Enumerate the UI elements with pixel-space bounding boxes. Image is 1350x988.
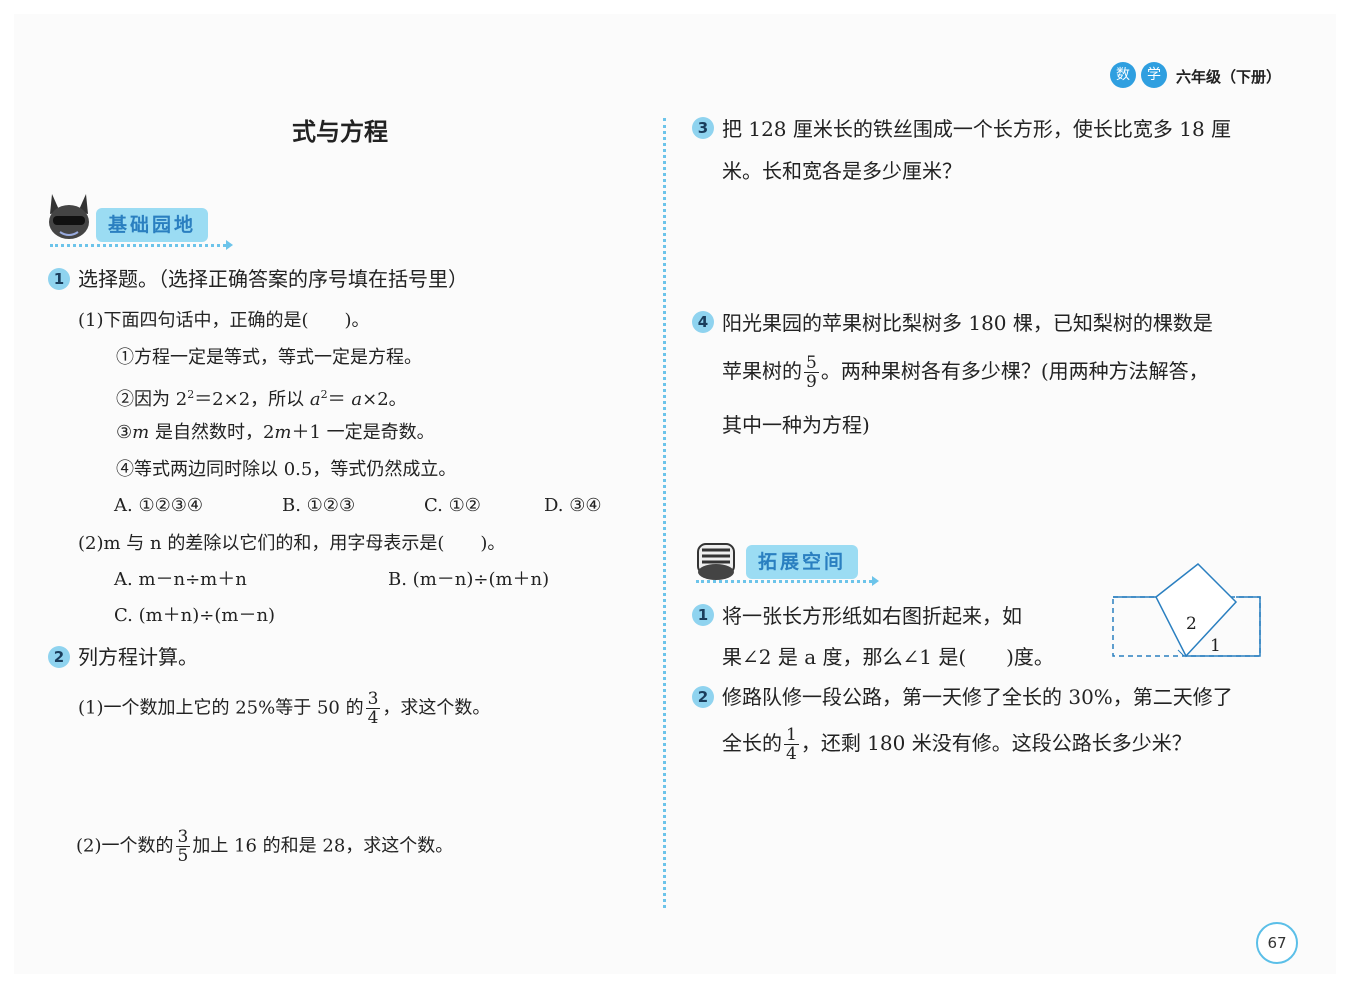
- q1-part2-option-c: C. (m＋n)÷(m－n): [114, 605, 276, 626]
- section-title-basic: 基础园地: [96, 208, 209, 242]
- section-underline-basic: [50, 244, 226, 247]
- extend-question-1-line1: 将一张长方形纸如右图折起来，如: [722, 604, 1022, 628]
- arrow-icon: [872, 576, 879, 586]
- question-4-line3: 其中一种为方程): [722, 413, 870, 437]
- q1-statement-1: ①方程一定是等式，等式一定是方程。: [116, 347, 422, 368]
- q1-part1-stem: (1)下面四句话中，正确的是( )。: [78, 310, 370, 331]
- question-number-3: 3: [692, 117, 714, 139]
- page-title: 式与方程: [292, 118, 388, 146]
- angle-label-1: 1: [1210, 636, 1221, 656]
- rabbit-mascot-icon: [46, 192, 92, 242]
- angle-label-2: 2: [1186, 614, 1197, 634]
- q1-part2-stem: (2)m 与 n 的差除以它们的和，用字母表示是( )。: [78, 533, 506, 554]
- section-underline-extend: [696, 580, 872, 583]
- extend-question-number-2: 2: [692, 686, 714, 708]
- q1-option-d: D. ③④: [544, 495, 602, 516]
- question-3-line1: 把 128 厘米长的铁丝围成一个长方形，使长比宽多 18 厘: [722, 117, 1232, 141]
- question-number-1: 1: [48, 268, 70, 290]
- q1-statement-4: ④等式两边同时除以 0.5，等式仍然成立。: [116, 459, 457, 480]
- q1-option-c: C. ①②: [424, 495, 481, 516]
- question-1-text: 选择题。（选择正确答案的序号填在括号里）: [78, 267, 468, 291]
- question-2-text: 列方程计算。: [78, 645, 198, 669]
- subject-badge-1: 数: [1110, 62, 1136, 88]
- question-3-line2: 米。长和宽各是多少厘米？: [722, 159, 962, 183]
- q1-part2-option-b: B. (m－n)÷(m＋n): [388, 569, 550, 590]
- section-title-extend: 拓展空间: [746, 545, 859, 579]
- page-sheet: [14, 14, 1336, 974]
- subject-badge-2: 学: [1141, 62, 1167, 88]
- q1-statement-3: ③m 是自然数时，2m＋1 一定是奇数。: [116, 422, 435, 443]
- q1-option-b: B. ①②③: [282, 495, 356, 516]
- zebra-mascot-icon: [692, 536, 740, 582]
- folded-paper-diagram: 2 1: [1110, 560, 1264, 662]
- extend-question-1-line2: 果∠2 是 a 度，那么∠1 是( )度。: [722, 645, 1054, 669]
- arrow-icon: [226, 240, 233, 250]
- extend-question-number-1: 1: [692, 604, 714, 626]
- page-number: 67: [1256, 922, 1298, 964]
- question-4-line1: 阳光果园的苹果树比梨树多 180 棵，已知梨树的棵数是: [722, 311, 1213, 335]
- extend-question-2-line1: 修路队修一段公路，第一天修了全长的 30%，第二天修了: [722, 685, 1233, 709]
- q1-statement-2: ②因为 22＝2×2，所以 a2＝ a×2。: [116, 388, 407, 410]
- grade-label: 六年级（下册）: [1176, 68, 1282, 86]
- question-number-2: 2: [48, 646, 70, 668]
- q1-option-a: A. ①②③④: [114, 495, 203, 516]
- column-divider: [663, 118, 666, 908]
- question-number-4: 4: [692, 311, 714, 333]
- q1-part2-option-a: A. m－n÷m＋n: [114, 569, 247, 590]
